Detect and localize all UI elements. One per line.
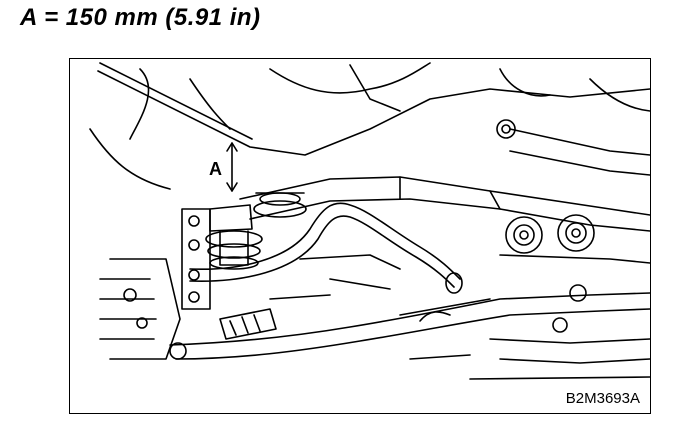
dimension-heading: A = 150 mm (5.91 in) <box>20 4 261 31</box>
suspension-diagram-frame: A B2M3693A <box>69 58 651 414</box>
suspension-line-drawing <box>89 62 650 380</box>
dimension-a-label: A <box>209 159 222 179</box>
figure-code: B2M3693A <box>565 390 640 407</box>
